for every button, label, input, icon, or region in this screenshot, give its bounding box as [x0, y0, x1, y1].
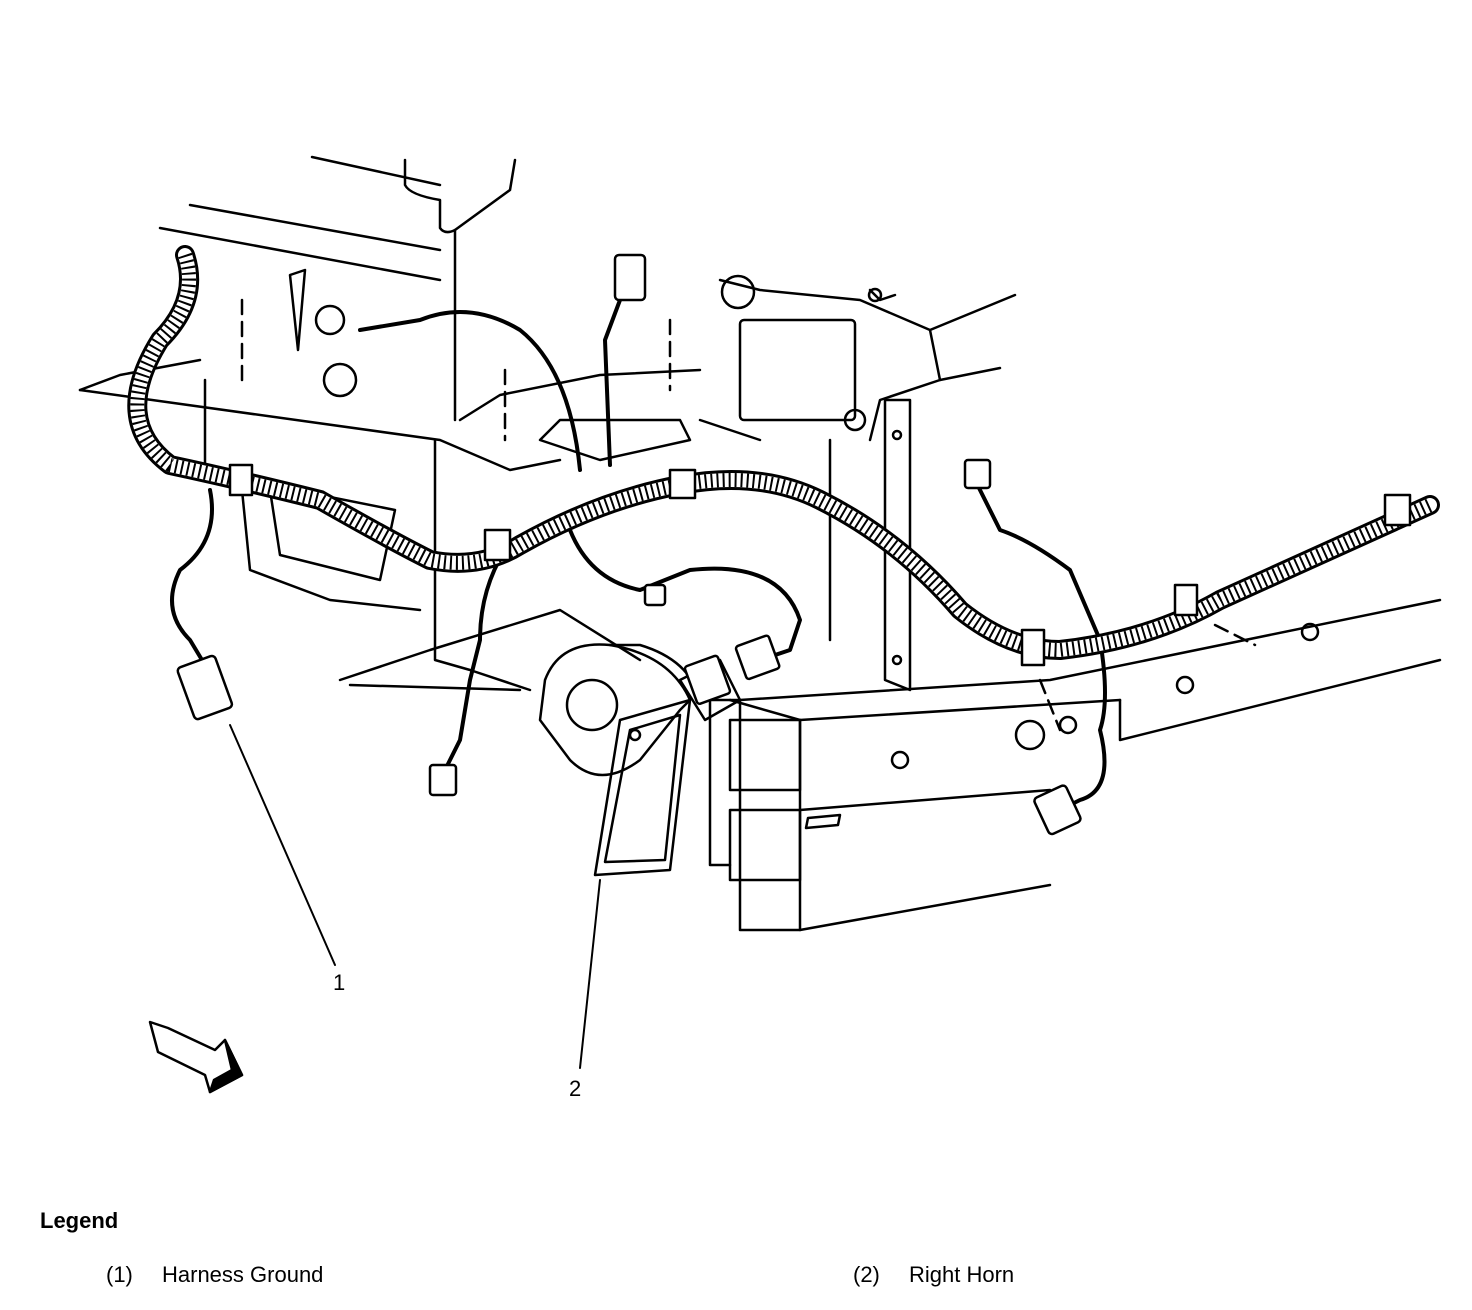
legend-item-label: Harness Ground — [162, 1262, 324, 1287]
callout-1: 1 — [333, 970, 346, 995]
callout-2: 2 — [569, 1076, 582, 1101]
legend-item-label: Right Horn — [909, 1262, 1015, 1287]
legend-title: Legend — [40, 1208, 119, 1233]
main-harness — [127, 245, 1440, 667]
legend-item-number: (2) — [853, 1262, 880, 1287]
bumper-bracket — [708, 598, 1442, 932]
front-direction-arrow-icon — [148, 1020, 244, 1094]
legend-item-right-horn: (2) Right Horn — [853, 1262, 1014, 1288]
right-horn — [538, 643, 742, 877]
callout-leader-1 — [229, 724, 336, 966]
legend-item-number: (1) — [106, 1262, 133, 1287]
connectors — [176, 253, 1082, 836]
callout-leader-2 — [579, 879, 601, 1069]
body-panels — [78, 155, 1017, 692]
legend-item-harness-ground: (1) Harness Ground — [106, 1262, 323, 1288]
